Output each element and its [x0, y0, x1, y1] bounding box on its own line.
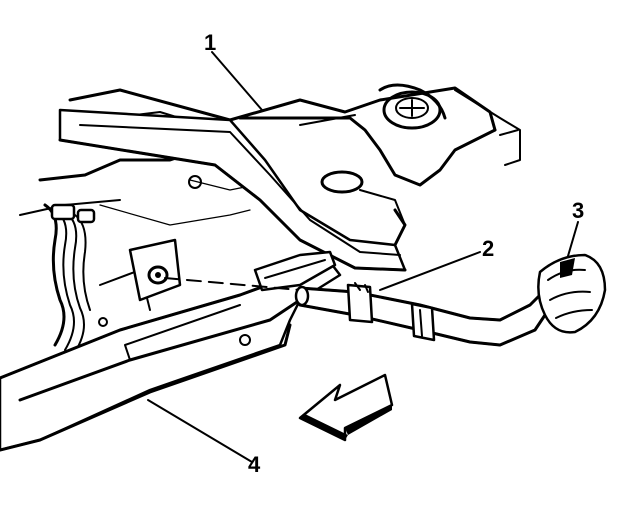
callout-4: 4 — [248, 452, 261, 477]
hanger-bracket — [253, 250, 337, 292]
body-floor-panel — [19, 83, 521, 226]
tailpipe-tip — [537, 253, 607, 334]
wiring-harness — [43, 203, 151, 353]
front-direction-arrow-icon — [298, 373, 394, 442]
crossmember — [58, 108, 407, 272]
callout-1: 1 — [204, 30, 216, 55]
tailpipe — [294, 282, 557, 347]
callout-2: 2 — [482, 236, 494, 261]
leader-lines — [147, 51, 579, 463]
alignment-guide — [164, 277, 301, 291]
callout-3: 3 — [572, 198, 584, 223]
